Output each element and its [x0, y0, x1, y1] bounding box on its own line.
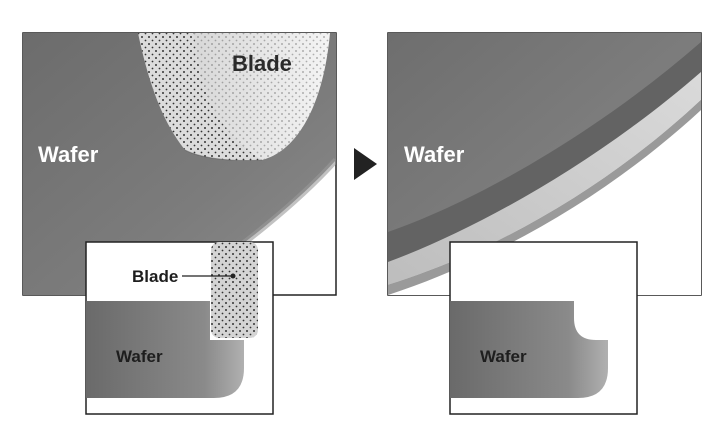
left-inset-blade-label: Blade [132, 267, 178, 286]
blade-side-texture [138, 33, 262, 161]
left-inset-wafer-label: Wafer [116, 347, 163, 366]
left-panel: Wafer Blade [22, 32, 337, 296]
right-wafer-label: Wafer [404, 142, 465, 167]
left-wafer-label: Wafer [38, 142, 99, 167]
blade-edge-line [184, 149, 263, 161]
left-blade-label: Blade [232, 51, 292, 76]
play-triangle-icon [354, 148, 377, 180]
right-inset-wafer-label: Wafer [480, 347, 527, 366]
blade-leader-dot [230, 273, 236, 279]
groove-wall [388, 42, 701, 262]
blade-face-texture [194, 33, 330, 160]
groove-floor [388, 72, 701, 285]
left-inset: Blade Wafer [85, 241, 274, 415]
left-inset-wafer [86, 301, 244, 398]
right-inset: Wafer [449, 241, 638, 415]
groove-step [388, 100, 701, 295]
left-inset-blade-texture [211, 242, 258, 338]
right-inset-wafer [450, 301, 608, 398]
